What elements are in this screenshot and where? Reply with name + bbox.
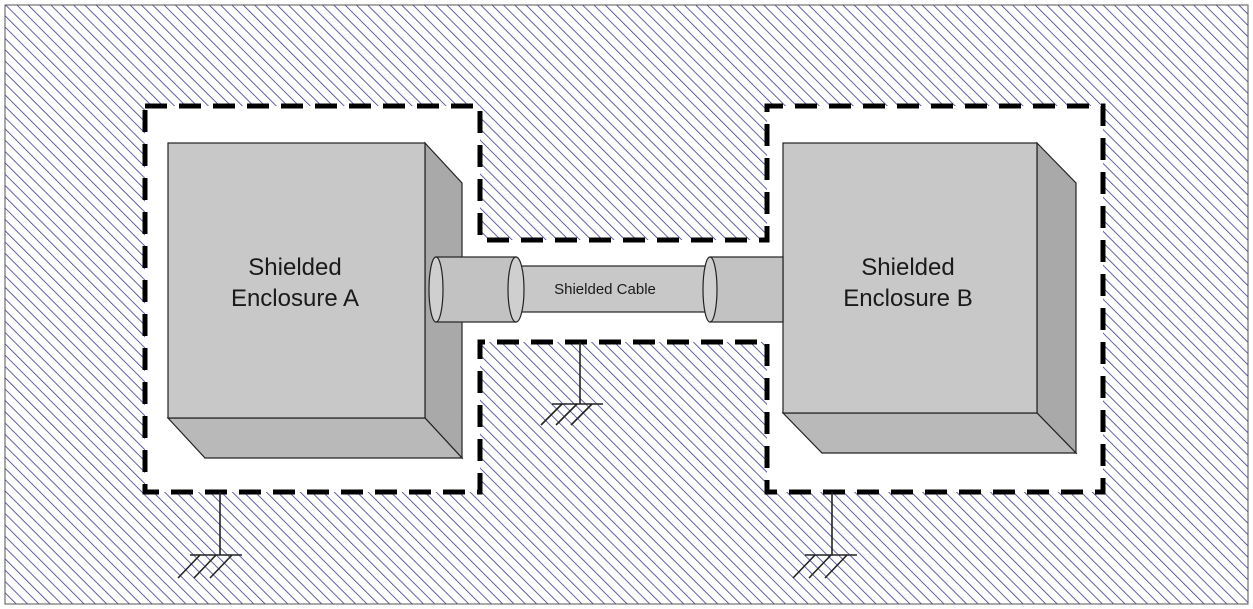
enclosure-b: Shielded Enclosure B [781, 141, 1078, 455]
cable-body [511, 265, 715, 313]
shielded-zone-border [142, 103, 1106, 495]
enclosure-a-bottom [166, 417, 464, 459]
cable-connector-left [435, 256, 517, 323]
cable-connector-right [709, 256, 784, 323]
ground-cable-icon [540, 342, 603, 426]
ground-b-icon [792, 492, 857, 579]
shielded-cable: Shielded Cable [428, 256, 784, 323]
cable-connector-left-end [428, 256, 444, 323]
enclosure-a-front [167, 142, 426, 419]
cable-right-collar [702, 256, 718, 323]
enclosure-b-label-line1: Shielded [861, 254, 954, 281]
enclosure-a-label-line1: Shielded [248, 254, 341, 281]
enclosure-a-label-line2: Enclosure A [231, 285, 359, 312]
enclosure-b-bottom [781, 412, 1078, 454]
cable-left-collar [507, 256, 525, 323]
enclosure-b-label-line2: Enclosure B [843, 285, 972, 312]
ground-a-icon [177, 492, 242, 579]
enclosure-a: Shielded Enclosure A [166, 141, 464, 460]
cable-label: Shielded Cable [554, 281, 656, 298]
enclosure-b-side [1036, 141, 1077, 455]
enclosure-b-front [782, 142, 1038, 414]
